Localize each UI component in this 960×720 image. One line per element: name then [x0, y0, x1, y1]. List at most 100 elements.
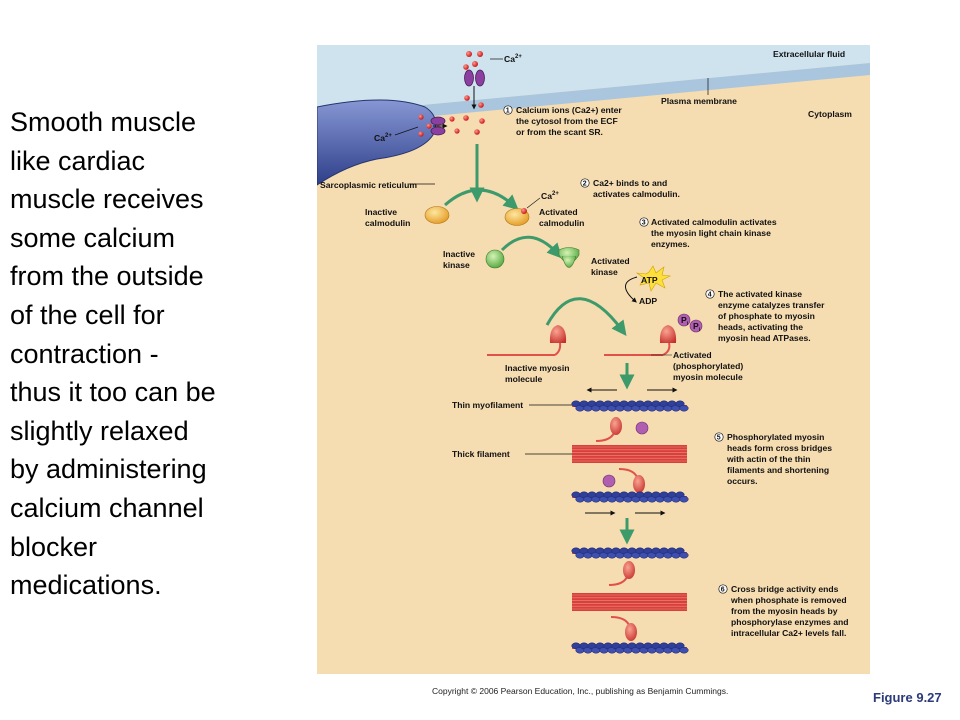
actin-bead — [679, 404, 689, 412]
bound-calcium-ion — [521, 208, 527, 214]
svg-text:Ca2+: Ca2+ — [541, 191, 559, 201]
step-1-line-1: Calcium ions (Ca2+) enter — [516, 105, 622, 115]
mechanism-figure: Ca2+ Ca2+ Extracellular fluid Plasma mem… — [317, 45, 870, 674]
figure-label: Figure 9.27 — [873, 690, 942, 705]
svg-text:Ca2+: Ca2+ — [374, 133, 392, 143]
filament-stacks — [571, 387, 689, 654]
step-4-number: 4 — [708, 292, 712, 299]
step-5-number: 5 — [717, 435, 721, 442]
step-2: 2 Ca2+ binds to and activates calmodulin… — [580, 178, 680, 199]
body-text-line: calcium channel — [10, 492, 204, 523]
inactive-kinase-label-1: Inactive — [443, 249, 475, 259]
step-1-line-2: the cytosol from the ECF — [516, 116, 618, 126]
thick-filament — [572, 445, 687, 463]
step-2-line-1: Ca2+ binds to and — [593, 178, 667, 188]
inactive-kinase — [485, 249, 505, 269]
atp-label: ATP — [641, 275, 658, 285]
activated-kinase-label-2: kinase — [591, 267, 618, 277]
myosin-neck — [618, 468, 638, 478]
svg-text:Pi: Pi — [693, 321, 701, 333]
svg-text:Ca2+: Ca2+ — [504, 54, 522, 64]
step-4-line-5: myosin head ATPases. — [718, 333, 811, 343]
body-text-line: from the outside — [10, 261, 204, 292]
step-5-line-5: occurs. — [727, 476, 758, 486]
inactive-myosin-molecule — [487, 325, 567, 356]
sarcoplasmic-reticulum — [317, 99, 437, 186]
body-text-line: contraction - — [10, 338, 159, 369]
body-text-line: slightly relaxed — [10, 415, 189, 446]
body-text-line: medications. — [10, 570, 162, 601]
step-3-line-1: Activated calmodulin activates — [651, 217, 777, 227]
inactive-myosin-label-2: molecule — [505, 374, 542, 384]
myosin-neck — [595, 432, 615, 442]
step-4: 4 The activated kinase enzyme catalyzes … — [705, 289, 825, 343]
step-2-line-2: activates calmodulin. — [593, 189, 680, 199]
step-3-line-2: the myosin light chain kinase — [651, 228, 771, 238]
atp-starburst — [635, 265, 672, 292]
step-6: 6 Cross bridge activity ends when phosph… — [718, 584, 848, 638]
step-5-line-2: heads form cross bridges — [727, 443, 832, 453]
plasma-membrane-label: Plasma membrane — [661, 96, 737, 106]
step-6-line-1: Cross bridge activity ends — [731, 584, 839, 594]
body-text-line: of the cell for — [10, 299, 165, 330]
step-4-line-2: enzyme catalyzes transfer — [718, 300, 825, 310]
copyright-notice: Copyright © 2006 Pearson Education, Inc.… — [432, 686, 729, 696]
calmodulin-ca-label: Ca — [541, 191, 552, 201]
thick-filament-label: Thick filament — [452, 449, 510, 459]
body-text-line: thus it too can be — [10, 377, 216, 408]
adp-label: ADP — [639, 296, 657, 306]
thin-myofilament-label: Thin myofilament — [452, 400, 523, 410]
body-text-line: muscle receives — [10, 184, 204, 215]
body-text-line: by administering — [10, 454, 207, 485]
phosphate-group — [602, 474, 616, 488]
body-text-line: like cardiac — [10, 145, 146, 176]
step-4-line-3: of phosphate to myosin — [718, 311, 815, 321]
extracellular-fluid-label: Extracellular fluid — [773, 49, 845, 59]
sarcoplasmic-reticulum-label: Sarcoplasmic reticulum — [320, 180, 417, 190]
body-text-line: Smooth muscle — [10, 107, 197, 137]
myosin-head — [623, 561, 635, 579]
actin-bead — [679, 646, 689, 654]
calmodulin-ca-sup: 2+ — [552, 191, 559, 197]
activated-kinase-label-1: Activated — [591, 256, 630, 266]
plasma-membrane — [317, 63, 870, 127]
step-6-line-2: when phosphate is removed — [730, 595, 847, 605]
step-5-line-1: Phosphorylated myosin — [727, 432, 824, 442]
pi-2-p: P — [693, 321, 699, 331]
step-5: 5 Phosphorylated myosin heads form cross… — [714, 432, 832, 486]
step-3-line-3: enzymes. — [651, 239, 690, 249]
myosin-head — [633, 475, 645, 493]
sr-ca-label-sup: 2+ — [385, 133, 392, 139]
step-4-line-4: heads, activating the — [718, 322, 803, 332]
myosin-neck — [608, 576, 628, 586]
inactive-kinase-label-2: kinase — [443, 260, 470, 270]
step-5-line-4: filaments and shortening — [727, 465, 829, 475]
pi-1-i: i — [687, 321, 689, 327]
inactive-myosin-label-1: Inactive myosin — [505, 363, 569, 373]
activated-myosin-label-1: Activated — [673, 350, 712, 360]
step-1-number: 1 — [506, 108, 510, 115]
inactive-calmodulin-label-2: calmodulin — [365, 218, 410, 228]
sr-ca-label: Ca — [374, 133, 385, 143]
step-4-line-1: The activated kinase — [718, 289, 802, 299]
calcium-ions — [418, 51, 485, 137]
step-5-line-3: with actin of the thin — [726, 454, 811, 464]
extracellular-area — [317, 45, 870, 115]
body-text-line: blocker — [10, 531, 98, 562]
myosin-neck — [610, 616, 630, 626]
step-1: 1 Calcium ions (Ca2+) enter the cytosol … — [503, 105, 622, 137]
ca-label-sup: 2+ — [515, 54, 522, 60]
phosphate-groups-activated: Pi Pi — [677, 313, 703, 333]
myosin-head — [610, 417, 622, 435]
pi-2-i: i — [699, 327, 701, 333]
activated-myosin-label-3: myosin molecule — [673, 372, 743, 382]
myosin-head — [625, 623, 637, 641]
step-6-number: 6 — [721, 587, 725, 594]
step-2-number: 2 — [583, 181, 587, 188]
thick-filament — [572, 593, 687, 611]
actin-bead — [679, 495, 689, 503]
cytoplasm-label: Cytoplasm — [808, 109, 852, 119]
inactive-calmodulin-label-1: Inactive — [365, 207, 397, 217]
sr-calcium-channel — [430, 116, 446, 136]
step-6-line-4: phosphorylase enzymes and — [731, 617, 848, 627]
